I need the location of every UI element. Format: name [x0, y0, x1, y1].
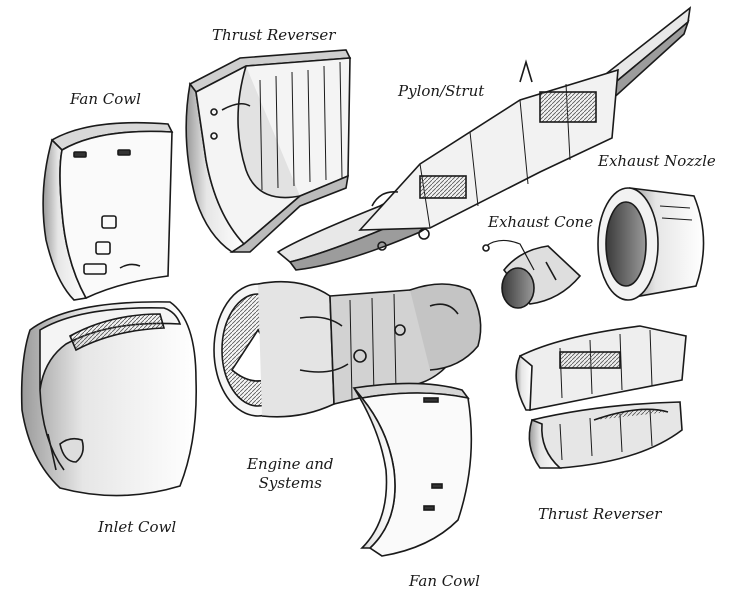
fan-cowl-top-part	[42, 121, 174, 301]
pylon-strut-label: Pylon/Strut	[398, 82, 485, 100]
engine-systems-label-line1: Engine and	[247, 455, 334, 473]
exhaust-cone-part	[482, 239, 582, 309]
thrust-reverser-top-part	[185, 49, 352, 253]
inlet-cowl-label: Inlet Cowl	[98, 518, 177, 536]
engine-systems-label-line2: Systems	[258, 474, 322, 492]
inlet-cowl-part	[20, 301, 197, 497]
fan-cowl-bottom-part	[352, 382, 473, 557]
fan-cowl-bottom-label: Fan Cowl	[409, 572, 480, 590]
exhaust-nozzle-label: Exhaust Nozzle	[598, 152, 716, 170]
thrust-reverser-top-label: Thrust Reverser	[212, 26, 336, 44]
engine-systems-label: Engine and Systems	[247, 455, 334, 493]
thrust-reverser-bottom-part	[515, 325, 687, 469]
thrust-reverser-bottom-label: Thrust Reverser	[538, 505, 662, 523]
exhaust-cone-label: Exhaust Cone	[488, 213, 594, 231]
fan-cowl-top-label: Fan Cowl	[70, 90, 141, 108]
engine-systems-part	[213, 280, 482, 418]
pylon-strut-part	[276, 6, 692, 271]
exhaust-nozzle-part	[597, 187, 705, 301]
